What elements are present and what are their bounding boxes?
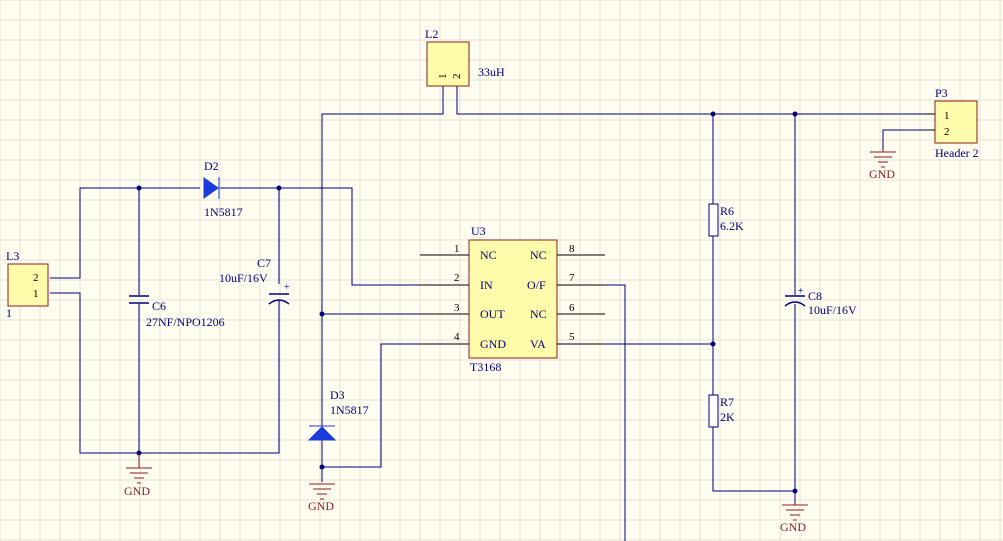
l2-pin-1: 1 bbox=[437, 74, 449, 80]
u3-pin-1-num: 1 bbox=[454, 243, 460, 255]
l3-pin-2: 2 bbox=[33, 272, 39, 284]
c6-designator: C6 bbox=[152, 299, 166, 313]
c8-plate-bottom bbox=[784, 301, 806, 307]
c7-plus: + bbox=[284, 282, 290, 293]
p3-body bbox=[934, 100, 978, 144]
u3-body bbox=[468, 239, 558, 359]
p3-value: Header 2 bbox=[935, 146, 979, 160]
d2-triangle bbox=[203, 177, 219, 199]
c8-value: 10uF/16V bbox=[808, 303, 857, 317]
ground-symbol-1: GND bbox=[124, 453, 152, 498]
c7-value: 10uF/16V bbox=[219, 271, 268, 285]
u3-pin-7-num: 7 bbox=[569, 272, 575, 284]
c8-designator: C8 bbox=[808, 289, 822, 303]
component-C7[interactable]: C7 10uF/16V + bbox=[219, 256, 290, 318]
u3-value: T3168 bbox=[470, 360, 501, 374]
d2-value: 1N5817 bbox=[204, 205, 243, 219]
p3-pin-2: 2 bbox=[944, 126, 950, 138]
junctions bbox=[136, 111, 798, 494]
component-R7[interactable]: R7 2K bbox=[708, 394, 735, 428]
d3-value: 1N5817 bbox=[330, 403, 369, 417]
c8-plus: + bbox=[798, 286, 804, 297]
component-U3[interactable]: U3 1 2 3 4 NC IN OUT GND 8 7 6 5 NC O/F … bbox=[420, 224, 605, 374]
u3-pin-5-name: VA bbox=[530, 337, 546, 351]
d3-triangle bbox=[307, 426, 337, 441]
ground-symbol-2: GND bbox=[308, 483, 335, 513]
p3-designator: P3 bbox=[935, 86, 948, 100]
l3-pin-1: 1 bbox=[33, 288, 39, 300]
c6-value: 27NF/NPO1206 bbox=[146, 315, 225, 329]
component-D3[interactable]: D3 1N5817 bbox=[307, 388, 369, 441]
ground-label-2: GND bbox=[308, 499, 334, 513]
l2-value: 33uH bbox=[478, 65, 505, 79]
component-D2[interactable]: D2 1N5817 bbox=[203, 159, 243, 219]
component-L2[interactable]: L2 1 2 33uH bbox=[425, 27, 505, 87]
u3-pin-1-name: NC bbox=[480, 248, 497, 262]
u3-pin-6-name: NC bbox=[530, 307, 547, 321]
u3-pin-2-num: 2 bbox=[454, 272, 460, 284]
ground-label-4: GND bbox=[869, 167, 895, 181]
r6-designator: R6 bbox=[720, 204, 734, 218]
u3-pin-4-num: 4 bbox=[454, 331, 460, 343]
ground-symbol-4: GND bbox=[869, 150, 896, 181]
component-P3[interactable]: P3 1 2 Header 2 bbox=[925, 86, 979, 160]
ground-symbol-3: GND bbox=[780, 503, 808, 534]
u3-pin-3-num: 3 bbox=[454, 302, 460, 314]
component-R6[interactable]: R6 6.2K bbox=[708, 203, 744, 237]
u3-pin-5-num: 5 bbox=[569, 331, 575, 343]
l3-designator: L3 bbox=[6, 249, 19, 263]
component-L3[interactable]: L3 2 1 1 bbox=[6, 249, 49, 320]
r6-value: 6.2K bbox=[720, 219, 744, 233]
u3-pin-2-name: IN bbox=[480, 278, 493, 292]
r7-value: 2K bbox=[720, 410, 735, 424]
l2-body bbox=[426, 41, 470, 87]
u3-designator: U3 bbox=[471, 224, 486, 238]
wires bbox=[50, 86, 925, 541]
component-C6[interactable]: C6 27NF/NPO1206 bbox=[129, 295, 225, 329]
l3-value: 1 bbox=[6, 306, 12, 320]
u3-pin-4-name: GND bbox=[480, 337, 506, 351]
ground-label-3: GND bbox=[780, 520, 806, 534]
u3-pin-3-name: OUT bbox=[480, 307, 505, 321]
d3-designator: D3 bbox=[330, 388, 345, 402]
component-C8[interactable]: + C8 10uF/16V bbox=[784, 286, 857, 317]
l2-designator: L2 bbox=[425, 27, 438, 41]
l2-pin-2: 2 bbox=[451, 74, 463, 80]
ground-label-1: GND bbox=[124, 484, 150, 498]
c7-designator: C7 bbox=[257, 256, 271, 270]
u3-pin-8-num: 8 bbox=[569, 243, 575, 255]
u3-pin-7-name: O/F bbox=[527, 278, 546, 292]
u3-pin-8-name: NC bbox=[530, 248, 547, 262]
p3-pin-1: 1 bbox=[944, 110, 950, 122]
r7-designator: R7 bbox=[720, 395, 734, 409]
r6-body bbox=[708, 203, 719, 237]
u3-pin-6-num: 6 bbox=[569, 302, 575, 314]
l3-body bbox=[7, 263, 49, 307]
d2-designator: D2 bbox=[204, 159, 219, 173]
r7-body bbox=[708, 394, 719, 428]
